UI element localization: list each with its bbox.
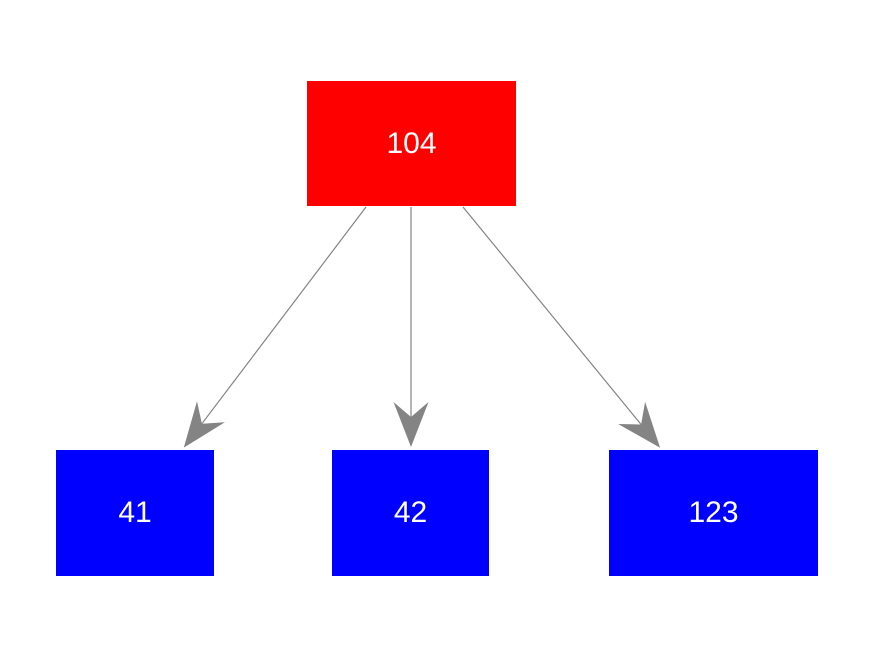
edge-arrowhead-104-123 <box>618 401 661 448</box>
node-41[interactable]: 41 <box>56 450 214 576</box>
edge-arrowhead-104-42 <box>393 402 429 447</box>
node-123[interactable]: 123 <box>609 450 818 576</box>
node-41-label: 41 <box>118 496 152 529</box>
node-42[interactable]: 42 <box>332 450 489 576</box>
edge-104-123 <box>462 206 661 448</box>
edge-104-42 <box>393 207 429 447</box>
edge-line-104-41 <box>201 206 367 425</box>
edge-line-104-123 <box>462 206 642 425</box>
node-42-label: 42 <box>393 496 428 529</box>
node-104[interactable]: 104 <box>307 81 516 206</box>
node-123-label: 123 <box>688 496 739 529</box>
edge-104-41 <box>183 206 367 448</box>
edge-arrowhead-104-41 <box>183 401 225 448</box>
node-104-label: 104 <box>386 126 437 160</box>
